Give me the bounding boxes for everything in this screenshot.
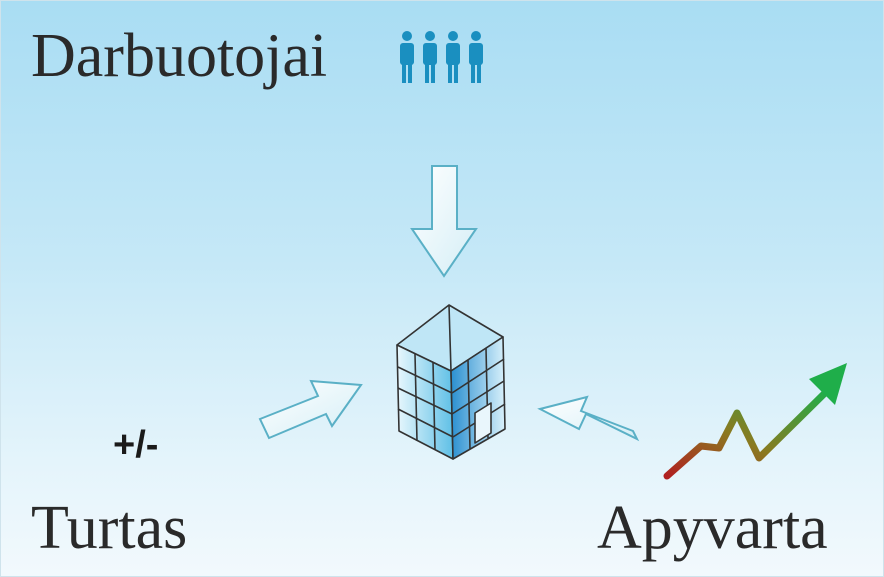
turnover-label: Apyvarta — [597, 494, 828, 562]
turnover-arrow-icon — [537, 395, 640, 442]
assets-arrow-icon — [258, 379, 363, 440]
trend-up-arrow-icon — [663, 363, 847, 480]
assets-change-label: +/- — [113, 424, 159, 466]
down-arrow-icon — [410, 165, 478, 278]
people-icon — [400, 31, 483, 83]
assets-label: Turtas — [31, 494, 188, 562]
building-icon — [396, 304, 506, 460]
employees-label: Darbuotojai — [31, 22, 328, 90]
